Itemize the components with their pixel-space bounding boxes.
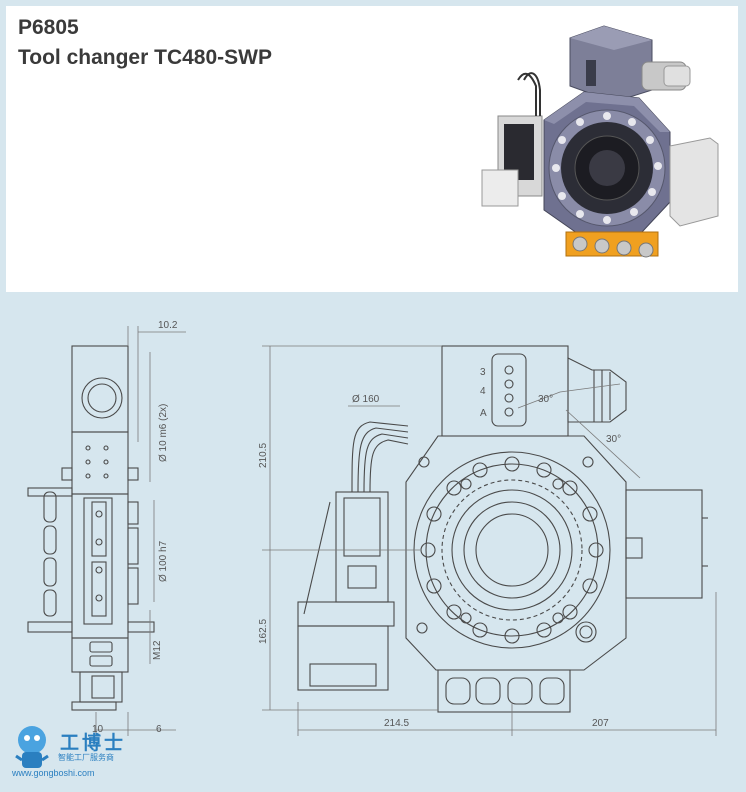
dim-small-2: 6 xyxy=(156,724,162,735)
dim-small-1: 10 xyxy=(92,724,104,735)
front-view xyxy=(297,345,708,713)
part-number: P6805 xyxy=(18,16,79,39)
technical-drawing: 10.2 Ø 10 m6 (2x) Ø 100 h7 M12 10 6 Ø 16… xyxy=(27,320,717,736)
watermark-brand: 工博士 xyxy=(60,732,127,754)
dim-angle-1: 30° xyxy=(538,394,553,405)
dim-height-top: 210.5 xyxy=(258,443,269,468)
connector-label-3: A xyxy=(480,408,487,419)
connector-label-1: 3 xyxy=(480,367,486,378)
dim-pilot-diameter: Ø 100 h7 xyxy=(158,540,169,582)
dim-circle-diameter: Ø 160 xyxy=(352,394,380,405)
dim-height-bottom: 162.5 xyxy=(258,619,269,644)
dim-width-right: 207 xyxy=(592,718,609,729)
dim-bolt-diameter: Ø 10 m6 (2x) xyxy=(158,404,169,462)
product-render-image xyxy=(481,25,719,258)
render-pneumatic-ports xyxy=(565,231,659,258)
dim-top-offset: 10.2 xyxy=(158,320,178,331)
dim-thread: M12 xyxy=(152,640,163,660)
render-right-module xyxy=(669,137,719,227)
side-view xyxy=(27,345,155,711)
dim-angle-2: 30° xyxy=(606,434,621,445)
watermark-url: www.gongboshi.com xyxy=(12,768,95,778)
dim-width-left: 214.5 xyxy=(384,718,409,729)
watermark-mascot-icon xyxy=(15,726,49,768)
watermark-subtitle: 智能工厂服务商 xyxy=(58,753,114,762)
connector-label-2: 4 xyxy=(480,386,486,397)
product-title: Tool changer TC480-SWP xyxy=(18,46,272,69)
